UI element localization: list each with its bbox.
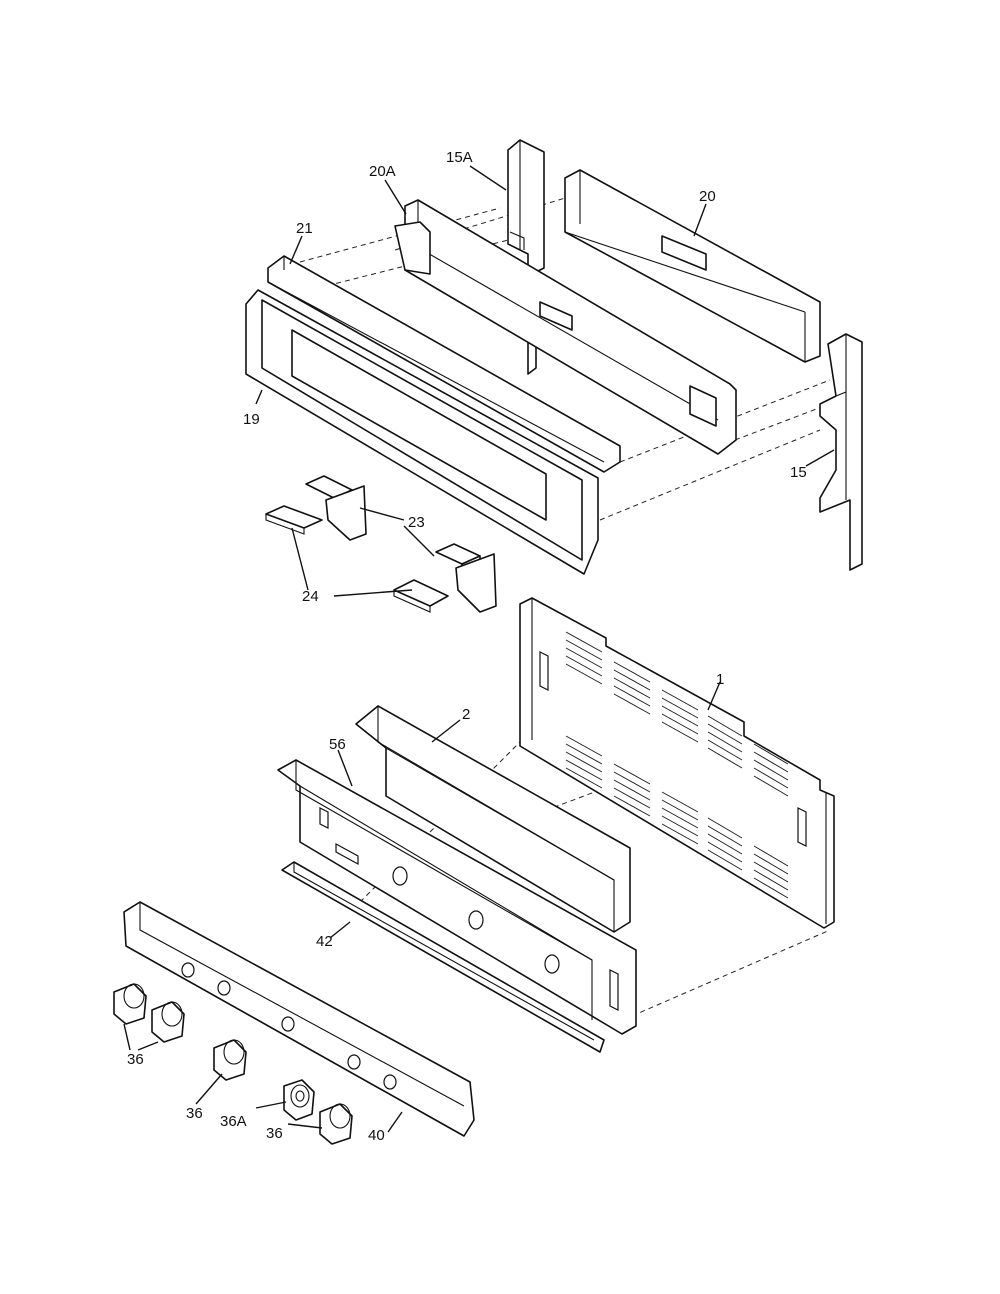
vent-slots (565, 631, 789, 899)
part-36-knob-3 (213, 1039, 247, 1081)
callout-24: 24 (302, 588, 319, 605)
callout-36A: 36A (220, 1113, 247, 1130)
part-40-control-panel (123, 901, 475, 1137)
callout-20: 20 (699, 188, 716, 205)
part-56-manifold-panel (277, 759, 637, 1035)
part-21-top-trim (267, 255, 621, 473)
callout-20A: 20A (369, 163, 396, 180)
callout-2: 2 (462, 706, 470, 723)
leader-lines (123, 165, 835, 1133)
part-23-bracket-left (305, 475, 367, 541)
callout-19: 19 (243, 411, 260, 428)
part-15-side-bracket (819, 333, 863, 571)
part-2-panel (355, 705, 631, 933)
callout-1: 1 (716, 671, 724, 688)
callout-15A: 15A (446, 149, 473, 166)
callout-56: 56 (329, 736, 346, 753)
part-42-trim-strip (281, 861, 605, 1053)
part-24-clip-left (265, 505, 323, 535)
part-1-vented-panel (519, 597, 835, 929)
callout-15: 15 (790, 464, 807, 481)
callout-21: 21 (296, 220, 313, 237)
callout-labels: 15A 20A 20 21 19 15 23 24 1 2 56 42 36 3… (127, 149, 807, 1144)
callout-36-b: 36 (186, 1105, 203, 1122)
part-20-control-box (564, 169, 821, 363)
part-24-clip-right (393, 579, 449, 613)
part-19-frame (245, 289, 599, 575)
part-36A-knob (283, 1079, 315, 1121)
callout-36-c: 36 (266, 1125, 283, 1142)
part-20A-panel-bracket (394, 199, 737, 455)
part-36-knob-4 (319, 1103, 353, 1145)
callout-36-a: 36 (127, 1051, 144, 1068)
callout-23: 23 (408, 514, 425, 531)
callout-40: 40 (368, 1127, 385, 1144)
part-36-knob-1 (113, 983, 147, 1025)
callout-42: 42 (316, 933, 333, 950)
part-23-bracket-right (435, 543, 497, 613)
part-36-knob-2 (151, 1001, 185, 1043)
